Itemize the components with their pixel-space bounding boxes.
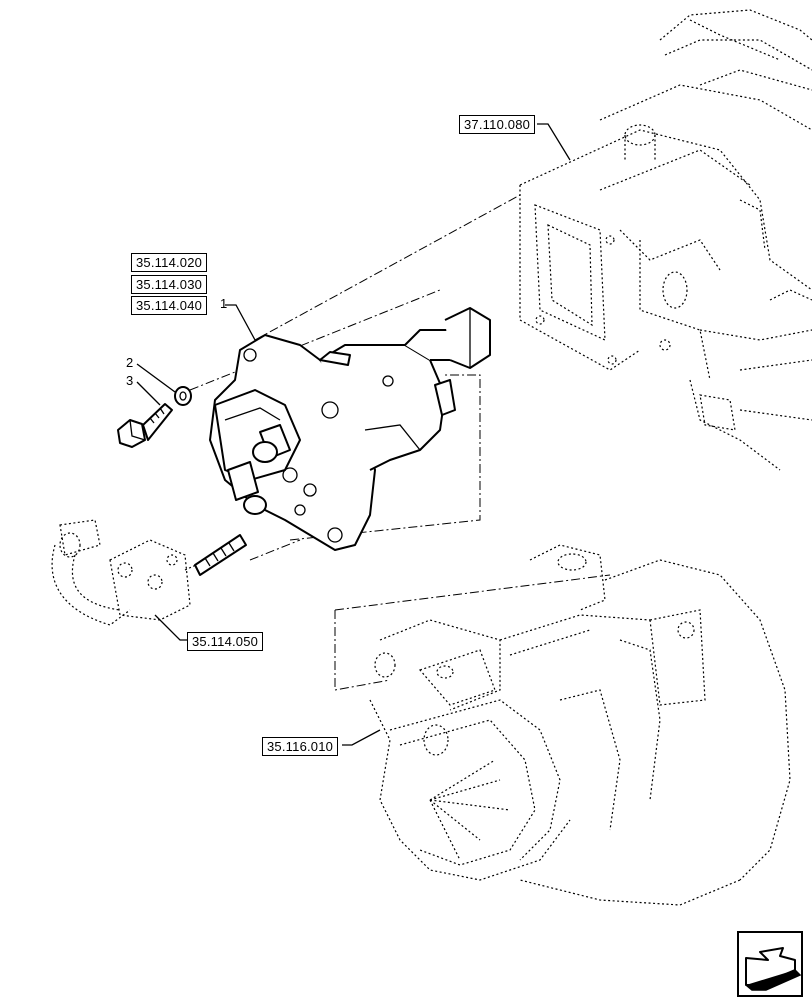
ref-box-pump-c[interactable]: 35.114.040 [131,296,208,315]
ref-box-pump-b[interactable]: 35.114.030 [131,275,208,294]
alternator-ghost [369,544,791,906]
frame-ghost [519,9,812,471]
pump-assembly [209,307,491,551]
leader-lines [136,123,571,746]
stud [194,534,247,576]
callout-bolt: 3 [126,373,134,388]
ref-box-alternator[interactable]: 35.116.010 [262,737,339,756]
pipe-ghost [51,519,241,626]
washer [174,386,192,406]
ref-box-pump-a[interactable]: 35.114.020 [131,253,208,272]
callout-pump: 1 [220,296,228,311]
ref-box-pipe[interactable]: 35.114.050 [187,632,264,651]
ref-box-frame[interactable]: 37.110.080 [459,115,536,134]
bolt [117,403,173,448]
alignment-lines [189,194,611,691]
next-page-arrow-icon[interactable] [737,931,803,997]
callout-washer: 2 [126,355,134,370]
